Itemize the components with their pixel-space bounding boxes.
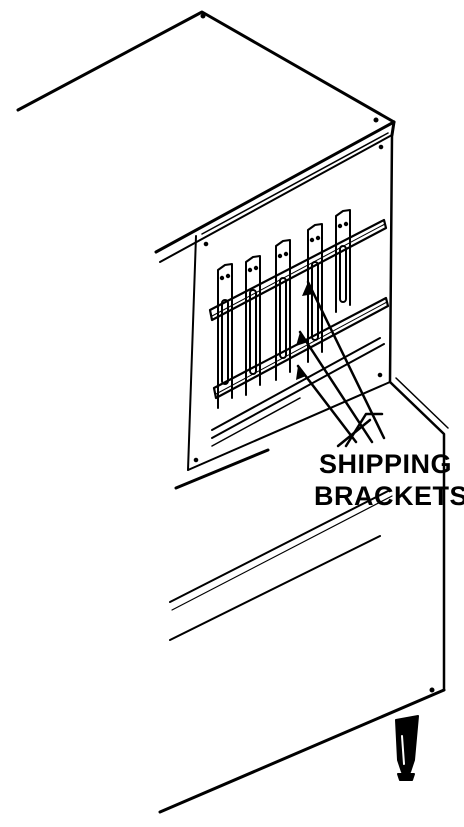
callout-arrows [296, 280, 386, 448]
shipping-bracket-upper [208, 218, 388, 322]
cabinet-top [16, 10, 396, 263]
side-panel-rails [174, 337, 385, 490]
shipping-bracket-lower [212, 296, 390, 400]
callout-label-brackets: BRACKETS [314, 481, 464, 511]
callout-label-shipping: SHIPPING [319, 449, 453, 479]
cabinet-base [158, 377, 449, 814]
cabinet-side-panel [187, 132, 394, 471]
cabinet-leg [395, 715, 419, 781]
